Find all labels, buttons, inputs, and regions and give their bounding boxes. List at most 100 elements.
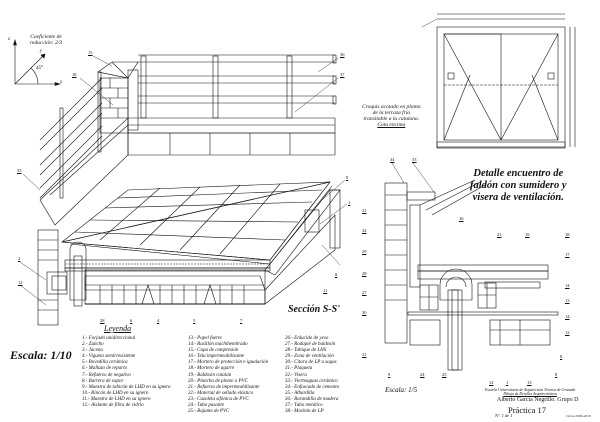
plan-sketch <box>436 13 576 149</box>
parapet-wall <box>39 117 336 226</box>
legend-item: 9.- Maestra de tabicón de LHD en su igne… <box>82 384 171 390</box>
legend-item: 18.- Mortero de agarre <box>188 366 235 372</box>
reduction-coefficient: Coeficiente de reducción: 2/3 <box>30 34 62 46</box>
callout-label: 6 <box>130 318 133 323</box>
author: Alberto García Negrillo. Grupo D <box>497 397 579 403</box>
legend-item: 15.- Capa de compresión <box>188 348 239 354</box>
practice-title: Práctica 17 <box>508 405 546 415</box>
callout-label: 19 <box>525 232 530 237</box>
callout-label: 16 <box>459 216 464 221</box>
callout-label: 29 <box>362 249 367 254</box>
legend-item: 31.- Plaqueta <box>285 366 313 372</box>
callout-label: 12 <box>565 330 570 335</box>
school-name: Escuela Universitaria de Arquitectura Té… <box>485 388 576 392</box>
isometric-railing <box>39 54 337 199</box>
plan-sketch-caption: Croquis acotado en planta de la terraza … <box>362 104 421 128</box>
callout-label: 9 <box>346 175 349 180</box>
detail-title-line-3: visera de ventilación. <box>472 192 564 203</box>
callout-label: 7 <box>240 318 243 323</box>
callout-label: 8 <box>560 354 563 359</box>
callout-label: 5 <box>193 318 196 323</box>
callout-label: 11 <box>323 288 328 293</box>
left-wall-zuncho <box>37 229 87 326</box>
angle-label: 45° <box>36 66 43 71</box>
axis-y-label: y <box>40 49 43 54</box>
legend-title: Leyenda <box>104 324 132 333</box>
callout-label: 18 <box>565 232 570 237</box>
callout-label: 13 <box>527 380 532 385</box>
school-header: Escuela Universitaria de Arquitectura Té… <box>485 388 575 397</box>
leader-lines <box>19 18 438 306</box>
legend-item: 28.- Tabique de LHS <box>285 348 327 354</box>
legend-item: 27.- Rodapié de baldosín <box>285 342 336 348</box>
legend-item: 25.- Bajante de PVC <box>188 409 230 415</box>
callout-label: 30 <box>362 310 367 315</box>
callout-label: 37 <box>340 72 345 77</box>
legend-item: 38.- Machón de LP <box>285 409 324 415</box>
legend-item: 11.- Maestra de LHD en su ignero <box>82 396 151 402</box>
legend-column-2: 13.- Papel fuerte 14.- Rasillón machihem… <box>188 336 268 415</box>
sheet-number: Nº. 1 de 1 <box>495 413 513 418</box>
slab-section <box>64 189 341 305</box>
legend-item: 1.- Forjado unidireccional <box>82 336 136 341</box>
legend-item: 5.- Bovedilla cerámica <box>82 360 128 366</box>
legend-item: 24.- Tubo pasante <box>188 403 224 409</box>
callout-label: 14 <box>565 283 570 288</box>
legend-item: 21.- Refuerzo de impermeabilizante <box>188 384 260 390</box>
callout-label: 27 <box>362 290 367 295</box>
callout-label: 36 <box>340 52 345 57</box>
legend-item: 13.- Papel fuerte <box>188 336 222 341</box>
sketch-caption-2: de la terraza fría <box>372 110 411 116</box>
callout-label: 1 <box>348 200 351 205</box>
legend-item: 30.- Citara de LP a sogas <box>285 360 337 366</box>
legend-item: 8.- Barrera de vapor <box>82 378 124 384</box>
sketch-scale: Cota encima <box>377 122 406 128</box>
callout-label: 2 <box>18 256 21 261</box>
legend-item: 4.- Vigueta semirresistente <box>82 354 136 360</box>
callout-label: 12 <box>18 280 23 285</box>
legend-item: 19.- Baldosín catalán <box>188 372 232 378</box>
legend-item: 34.- Enfoscado de cemento <box>285 384 340 390</box>
callout-label: 31 <box>362 352 367 357</box>
callout-label: 18 <box>72 72 77 77</box>
legend-item: 7.- Refuerzo de negativo <box>82 372 131 378</box>
section-title: Sección S-S' <box>288 304 340 315</box>
sketch-caption-3: transitable a la catalana. <box>363 116 420 122</box>
callout-label: 13 <box>565 298 570 303</box>
coef-line-2: reducción: 2/3 <box>30 40 63 46</box>
sketch-caption-1: Croquis acotado en planta <box>362 104 421 110</box>
tiled-floor <box>61 181 333 265</box>
callout-label: 25 <box>442 372 447 377</box>
detail-title-line-1: Detalle encuentro de <box>473 168 564 179</box>
callout-label: 4 <box>157 318 160 323</box>
callout-label: 28 <box>100 318 105 323</box>
callout-label: 35 <box>17 168 22 173</box>
brick-pier <box>97 61 139 134</box>
callout-label: 14 <box>565 314 570 319</box>
callout-label: 31 <box>362 208 367 213</box>
callout-label: 17 <box>565 252 570 257</box>
legend-item: 35.- Albardilla <box>285 390 315 396</box>
legend-item: 16.- Tela impermeabilizante <box>188 354 245 360</box>
course-year: Curso 2009-2010 <box>566 414 591 418</box>
callout-label: 23 <box>497 232 502 237</box>
legend-item: 14.- Rasillón machihembrado <box>188 342 248 348</box>
legend-item: 6.- Mallazo de reparto <box>82 366 128 372</box>
detail-title-line-2: faldón con sumidero y <box>470 180 567 191</box>
axes-diagram <box>13 38 62 86</box>
legend-item: 12.- Aislante de fibra de vidrio <box>82 403 144 409</box>
legend-item: 23.- Cazoleta sifónica de PVC <box>188 396 249 402</box>
legend-item: 26.- Enlucido de yeso <box>285 336 329 341</box>
legend-item: 36.- Barandilla de madera <box>285 396 339 402</box>
detail-scale: Escala: 1/5 <box>385 386 418 394</box>
callout-label: 34 <box>390 157 395 162</box>
callout-label: 8 <box>555 372 558 377</box>
callout-label: 28 <box>362 271 367 276</box>
legend-item: 17.- Mortero de protección e igualación <box>188 360 269 366</box>
legend-column-3: 26.- Enlucido de yeso 27.- Rodapié de ba… <box>285 336 339 415</box>
legend-item: 3.- Jácena <box>82 348 103 354</box>
coef-line-1: Coeficiente de <box>30 34 62 40</box>
detail-drawing <box>384 179 559 371</box>
legend-item: 22.- Material de sellado elástico <box>188 390 254 396</box>
